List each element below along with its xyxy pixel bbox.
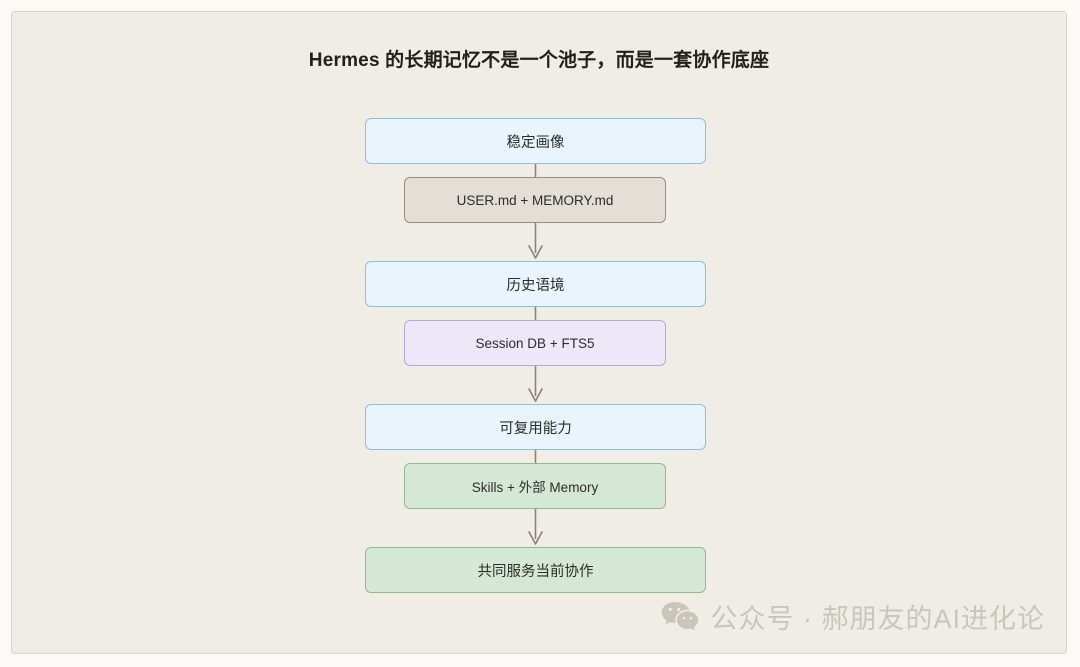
watermark: 公众号 · 郝朋友的AI进化论 [661,597,1045,636]
page-title: Hermes 的长期记忆不是一个池子，而是一套协作底座 [308,50,770,71]
flow-node-stage-4[interactable]: 共同服务当前协作 [365,547,706,593]
flow-node-label: 共同服务当前协作 [477,563,594,580]
flow-node-label: USER.md + MEMORY.md [456,192,614,208]
flow-node-stage-2[interactable]: 历史语境 [365,261,706,307]
flow-node-detail-1[interactable]: USER.md + MEMORY.md [404,177,666,223]
flow-node-label: 可复用能力 [499,420,572,437]
flow-node-stage-1[interactable]: 稳定画像 [365,118,706,164]
flowchart: 稳定画像 USER.md + MEMORY.md 历史语境 Session DB… [12,12,1066,653]
flow-node-detail-2[interactable]: Session DB + FTS5 [404,320,666,366]
flow-node-stage-3[interactable]: 可复用能力 [365,404,706,450]
wechat-icon [662,601,699,630]
diagram-card: Hermes 的长期记忆不是一个池子，而是一套协作底座 稳定画像 USER.md… [11,11,1067,654]
flow-node-label: Session DB + FTS5 [475,335,595,351]
watermark-text: 公众号 · 郝朋友的AI进化论 [710,604,1045,634]
flow-node-label: 稳定画像 [506,134,565,151]
flow-node-label: 历史语境 [506,277,565,294]
flow-node-detail-3[interactable]: Skills + 外部 Memory [404,463,666,509]
flow-node-label: Skills + 外部 Memory [471,480,599,495]
